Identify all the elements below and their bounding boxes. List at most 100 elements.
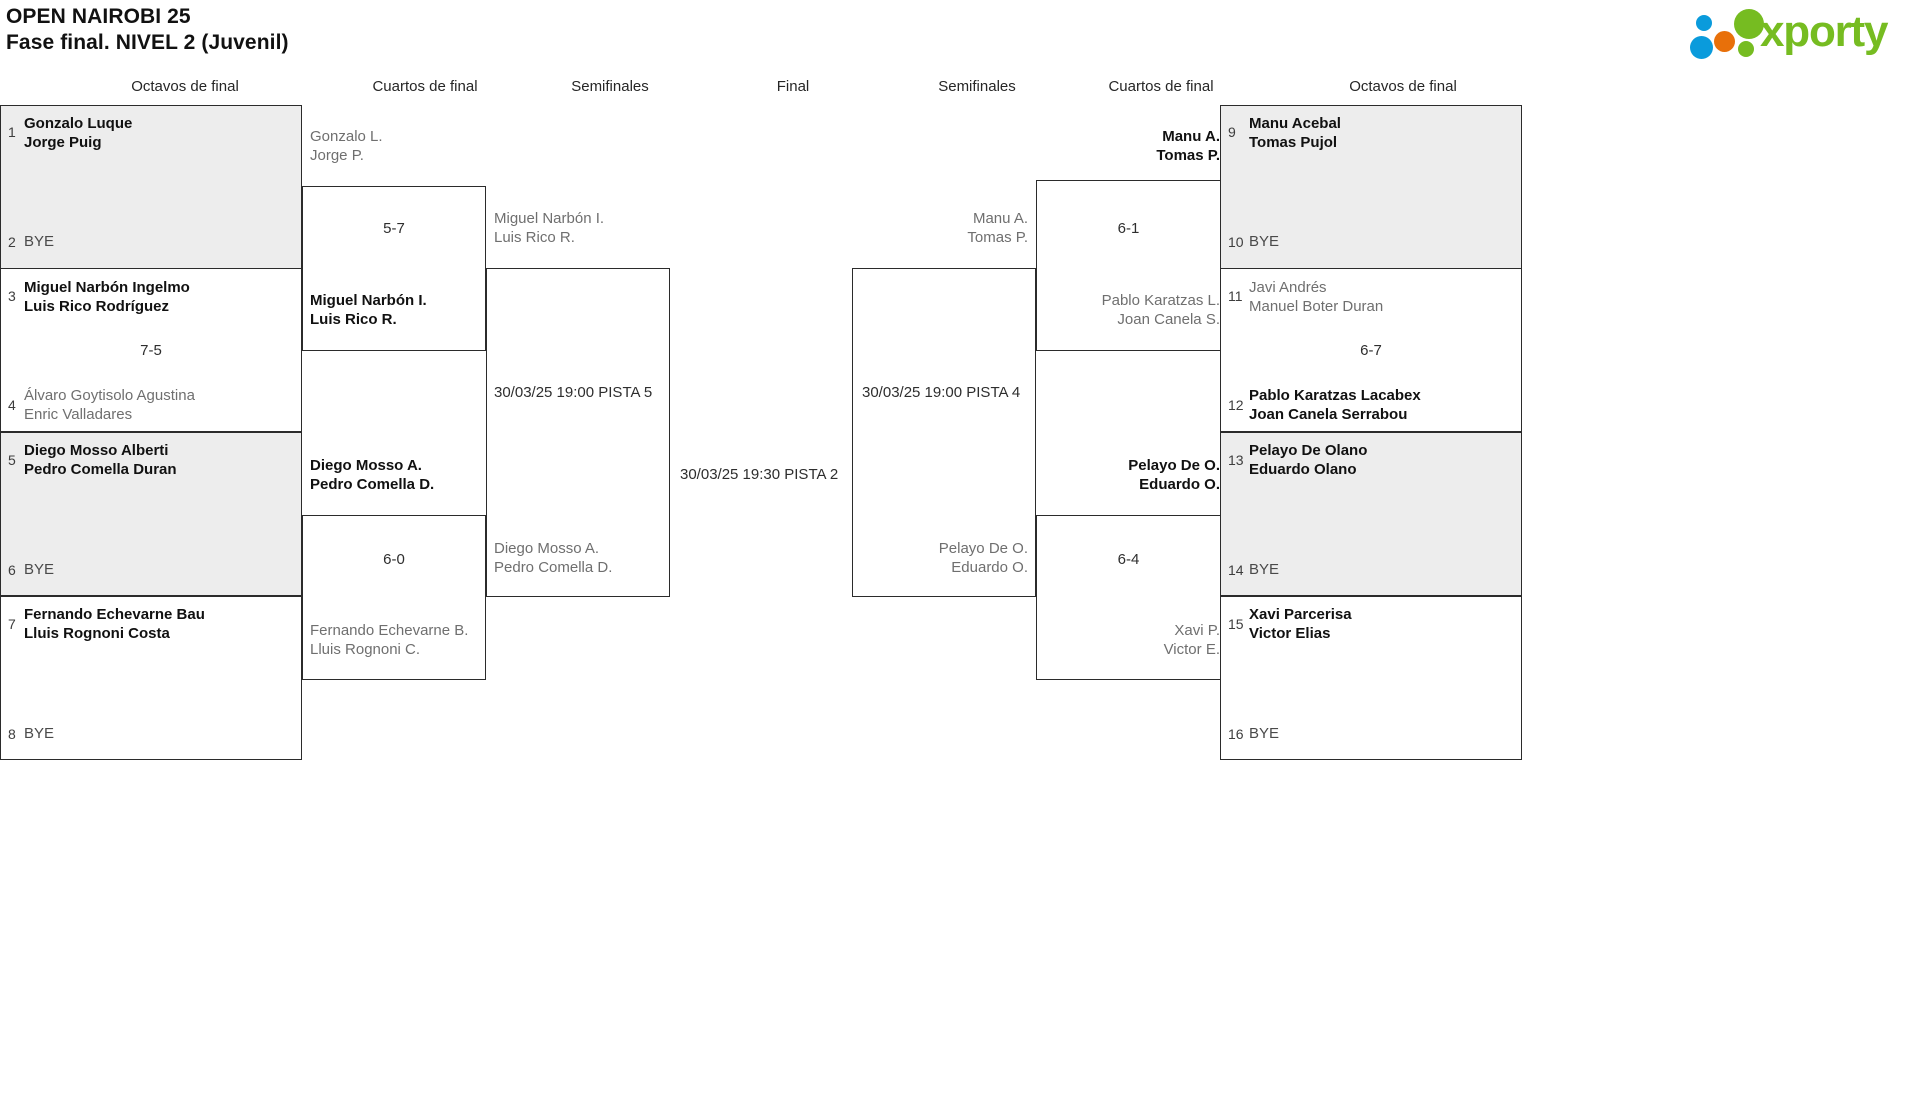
- match-schedule: 30/03/25 19:00 PISTA 5: [494, 384, 653, 401]
- player-line-1: BYE: [24, 561, 55, 578]
- match-box-left-qf-2[interactable]: [302, 515, 486, 680]
- player-line-1: BYE: [1249, 725, 1280, 742]
- page-title: OPEN NAIROBI 25: [6, 5, 191, 28]
- player-line-1: Pelayo De Olano: [1249, 442, 1368, 459]
- match-box-right-sf[interactable]: [852, 268, 1036, 597]
- player-line-1: Diego Mosso Alberti: [24, 442, 169, 459]
- player-line-1: Miguel Narbón Ingelmo: [24, 279, 190, 296]
- seed-number: 3: [8, 288, 16, 304]
- match-box-right-qf-2[interactable]: [1036, 515, 1221, 680]
- match-score: 6-1: [1117, 220, 1140, 237]
- player-line-1: Pelayo De O.: [1128, 457, 1220, 474]
- logo-dot-orange: [1714, 31, 1735, 52]
- round-header-final: Final: [776, 78, 810, 95]
- seed-number: 9: [1228, 124, 1236, 140]
- player-line-1: Pelayo De O.: [938, 540, 1028, 557]
- player-line-1: Xavi Parcerisa: [1249, 606, 1352, 623]
- player-line-1: Manu A.: [972, 210, 1028, 227]
- player-line-1: Gonzalo Luque: [24, 115, 133, 132]
- match-box-left-qf-1[interactable]: [302, 186, 486, 351]
- match-schedule: 30/03/25 19:00 PISTA 4: [862, 384, 1021, 401]
- player-line-2: Lluis Rognoni Costa: [24, 625, 170, 642]
- seed-number: 8: [8, 726, 16, 742]
- match-score: 6-4: [1117, 551, 1140, 568]
- match-box-right-qf-1[interactable]: [1036, 180, 1221, 351]
- match-score: 6-7: [1360, 342, 1382, 359]
- logo-wordmark: xporty: [1760, 7, 1888, 56]
- player-line-1: Pablo Karatzas L.: [1101, 292, 1220, 309]
- round-header-right-qf: Cuartos de final: [1108, 78, 1214, 95]
- match-box-left-r16-2[interactable]: [0, 268, 302, 432]
- player-line-2: Victor Elias: [1249, 625, 1331, 642]
- player-line-2: Eduardo O.: [1139, 476, 1220, 493]
- player-line-1: Diego Mosso A.: [494, 540, 600, 557]
- player-line-1: Fernando Echevarne B.: [310, 622, 469, 639]
- round-header-right-sf: Semifinales: [938, 78, 1016, 95]
- match-box-right-r16-4[interactable]: [1220, 596, 1522, 760]
- match-box-right-r16-1[interactable]: [1220, 105, 1522, 269]
- round-header-right-r16: Octavos de final: [1349, 78, 1457, 95]
- seed-number: 2: [8, 234, 16, 250]
- seed-number: 5: [8, 452, 16, 468]
- player-line-1: Miguel Narbón I.: [494, 210, 605, 227]
- round-header-left-qf: Cuartos de final: [372, 78, 478, 95]
- match-box-right-r16-2[interactable]: [1220, 268, 1522, 432]
- seed-number: 11: [1228, 288, 1243, 304]
- player-line-2: Jorge P.: [310, 147, 364, 164]
- seed-number: 7: [8, 616, 16, 632]
- match-box-left-r16-3[interactable]: [0, 432, 302, 596]
- player-line-1: BYE: [24, 725, 55, 742]
- xporty-logo: xporty: [1672, 5, 1912, 61]
- seed-number: 13: [1228, 452, 1244, 468]
- player-line-2: Joan Canela S.: [1117, 311, 1220, 328]
- seed-number: 16: [1228, 726, 1244, 742]
- player-line-1: Miguel Narbón I.: [310, 292, 427, 309]
- round-header-left-r16: Octavos de final: [131, 78, 239, 95]
- player-line-2: Luis Rico R.: [494, 229, 575, 246]
- player-line-1: Javi Andrés: [1249, 279, 1327, 296]
- match-score: 6-0: [383, 551, 405, 568]
- player-line-2: Tomas Pujol: [1249, 134, 1338, 151]
- player-line-2: Pedro Comella Duran: [24, 461, 177, 478]
- page-subtitle: Fase final. NIVEL 2 (Juvenil): [6, 31, 289, 54]
- match-box-right-r16-3[interactable]: [1220, 432, 1522, 596]
- seed-number: 14: [1228, 562, 1244, 578]
- player-line-1: Diego Mosso A.: [310, 457, 422, 474]
- logo-dot-green-small: [1738, 41, 1754, 57]
- player-line-1: BYE: [1249, 561, 1280, 578]
- player-line-2: Luis Rico Rodríguez: [24, 298, 170, 315]
- match-box-left-r16-4[interactable]: [0, 596, 302, 760]
- seed-number: 12: [1228, 397, 1244, 413]
- player-line-2: Tomas P.: [1156, 147, 1220, 164]
- player-line-2: Lluis Rognoni C.: [310, 641, 421, 658]
- player-line-1: BYE: [24, 233, 55, 250]
- match-score: 7-5: [140, 342, 162, 359]
- player-line-2: Eduardo Olano: [1249, 461, 1357, 478]
- player-line-2: Jorge Puig: [24, 134, 102, 151]
- player-line-2: Pedro Comella D.: [310, 476, 435, 493]
- match-box-left-sf[interactable]: [486, 268, 670, 597]
- match-score: 5-7: [383, 220, 405, 237]
- player-line-2: Tomas P.: [967, 229, 1028, 246]
- player-line-1: Xavi P.: [1174, 622, 1220, 639]
- player-line-2: Manuel Boter Duran: [1249, 298, 1384, 315]
- player-line-2: Luis Rico R.: [310, 311, 397, 328]
- seed-number: 15: [1228, 616, 1244, 632]
- player-line-2: Eduardo O.: [951, 559, 1028, 576]
- player-line-2: Enric Valladares: [24, 406, 133, 423]
- logo-dot-blue-small: [1696, 15, 1712, 31]
- logo-dot-green-large: [1734, 9, 1764, 39]
- player-line-1: Manu A.: [1162, 128, 1220, 145]
- player-line-1: Álvaro Goytisolo Agustina: [24, 387, 195, 404]
- player-line-2: Victor E.: [1163, 641, 1220, 658]
- final-schedule: 30/03/25 19:30 PISTA 2: [680, 466, 839, 483]
- seed-number: 6: [8, 562, 16, 578]
- player-line-2: Pedro Comella D.: [494, 559, 613, 576]
- logo-dot-blue-large: [1690, 36, 1713, 59]
- seed-number: 1: [8, 124, 16, 140]
- player-line-1: Manu Acebal: [1249, 115, 1341, 132]
- seed-number: 10: [1228, 234, 1244, 250]
- seed-number: 4: [8, 397, 16, 413]
- round-header-left-sf: Semifinales: [571, 78, 649, 95]
- player-line-2: Joan Canela Serrabou: [1249, 406, 1408, 423]
